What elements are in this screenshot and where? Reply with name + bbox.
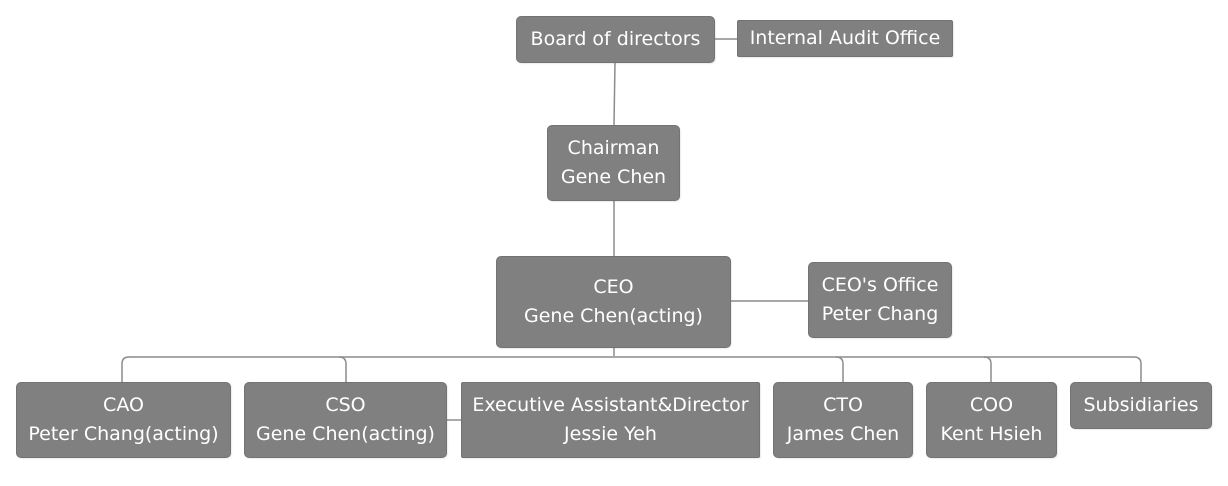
board-chairman-connector	[613, 61, 616, 126]
ceo-title: CEO	[593, 276, 634, 298]
cto-name: James Chen	[786, 423, 900, 445]
cso-drop	[338, 356, 347, 382]
cao-name: Peter Chang(acting)	[28, 423, 219, 445]
chairman-title: Chairman	[567, 137, 660, 159]
cao-title: CAO	[103, 394, 144, 416]
cao-box: CAO Peter Chang(acting)	[16, 382, 231, 458]
audit-label: Internal Audit Office	[749, 27, 941, 49]
ceo-box: CEO Gene Chen(acting)	[496, 256, 731, 348]
coo-title: COO	[969, 394, 1014, 416]
cso-title: CSO	[325, 394, 366, 416]
ceo-office-name: Peter Chang	[821, 303, 939, 325]
executive-assistant-box: Executive Assistant&Director Jessie Yeh	[461, 382, 760, 458]
ceo-office-box: CEO's Office Peter Chang	[808, 262, 952, 338]
ceo-office-title: CEO's Office	[821, 274, 939, 296]
internal-audit-office-box: Internal Audit Office	[737, 20, 953, 57]
coo-box: COO Kent Hsieh	[926, 382, 1057, 458]
exec-title: Executive Assistant&Director	[472, 394, 749, 416]
subsidiaries-box: Subsidiaries	[1070, 382, 1212, 429]
coo-name: Kent Hsieh	[940, 423, 1043, 445]
board-label: Board of directors	[530, 28, 701, 50]
chairman-name: Gene Chen	[560, 166, 667, 188]
chairman-box: Chairman Gene Chen	[547, 125, 680, 201]
cso-name: Gene Chen(acting)	[256, 423, 435, 445]
cto-box: CTO James Chen	[773, 382, 913, 458]
board-of-directors-box: Board of directors	[516, 16, 715, 63]
exec-name: Jessie Yeh	[564, 423, 657, 445]
coo-drop	[983, 356, 992, 382]
cto-drop	[835, 356, 844, 382]
ceo-name: Gene Chen(acting)	[524, 305, 703, 327]
subsidiaries-label: Subsidiaries	[1083, 394, 1199, 416]
bus-line	[121, 356, 1142, 382]
cso-box: CSO Gene Chen(acting)	[244, 382, 447, 458]
cto-title: CTO	[823, 394, 863, 416]
